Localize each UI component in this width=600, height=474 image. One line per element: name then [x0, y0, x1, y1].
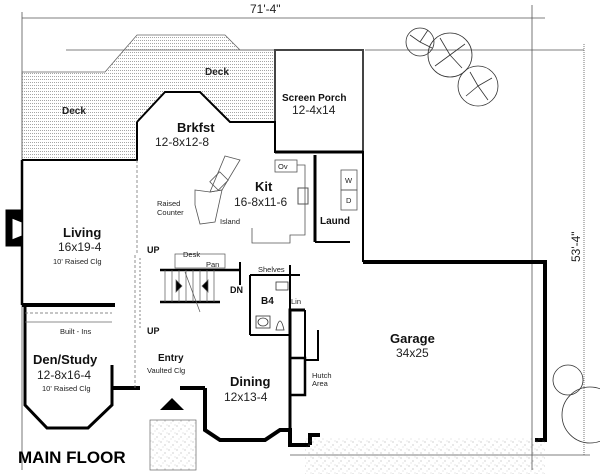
laund-name: Laund [320, 216, 350, 227]
den-name: Den/Study [33, 352, 98, 367]
living-name: Living [63, 225, 101, 240]
overall-depth-label: 53'-4" [569, 231, 583, 262]
linen-label: Lin [291, 297, 301, 306]
overall-width-label: 71'-4" [250, 2, 281, 16]
garage-name: Garage [390, 331, 435, 346]
raised-counter-label-2: Counter [157, 208, 184, 217]
living-dims: 16x19-4 [58, 240, 102, 254]
front-stoop [149, 419, 197, 471]
screen-porch-name: Screen Porch [282, 93, 346, 104]
hutch-label-1: Hutch [312, 371, 332, 380]
kit-dims: 16-8x11-6 [234, 195, 287, 209]
screen-porch-dims: 12-4x14 [292, 103, 336, 117]
living-note: 10' Raised Clg [53, 257, 102, 266]
brkfst-name: Brkfst [177, 120, 215, 135]
staircase [139, 253, 226, 330]
stairs-down-label: DN [230, 285, 243, 295]
brkfst-dims: 12-8x12-8 [155, 135, 209, 149]
built-ins-label: Built - Ins [60, 327, 92, 336]
shelves-label: Shelves [258, 265, 285, 274]
plan-title: MAIN FLOOR [18, 448, 126, 467]
entry-note: Vaulted Clg [147, 366, 185, 375]
hutch-area [290, 356, 307, 397]
bath-name: B4 [261, 296, 274, 307]
dryer-label: D [346, 196, 352, 205]
deck-left-label: Deck [62, 106, 86, 117]
den-note: 10' Raised Clg [42, 384, 91, 393]
tree-icon [405, 27, 600, 444]
kit-name: Kit [255, 179, 273, 194]
garage-dims: 34x25 [396, 346, 429, 360]
washer-label: W [345, 176, 353, 185]
pantry-label: Pan [206, 260, 219, 269]
dining-name: Dining [230, 374, 270, 389]
bath-fixtures [255, 281, 289, 331]
kitchen-fixtures [194, 155, 358, 244]
driveway [305, 438, 545, 474]
entry-name: Entry [158, 353, 184, 364]
den-dims: 12-8x16-4 [37, 368, 91, 382]
desk-label: Desk [183, 250, 200, 259]
deck-area [21, 34, 276, 161]
built-ins [25, 312, 112, 323]
hutch-label-2: Area [312, 379, 329, 388]
dining-dims: 12x13-4 [224, 390, 268, 404]
raised-counter-label-1: Raised [157, 199, 180, 208]
screen-porch [274, 49, 364, 153]
stairs-up-label-1: UP [147, 245, 160, 255]
oven-label: Ov [278, 162, 288, 171]
deck-top-label: Deck [205, 67, 229, 78]
front-entry-arrow-icon [160, 398, 184, 410]
stairs-up-label-2: UP [147, 326, 160, 336]
island-label: Island [220, 217, 240, 226]
